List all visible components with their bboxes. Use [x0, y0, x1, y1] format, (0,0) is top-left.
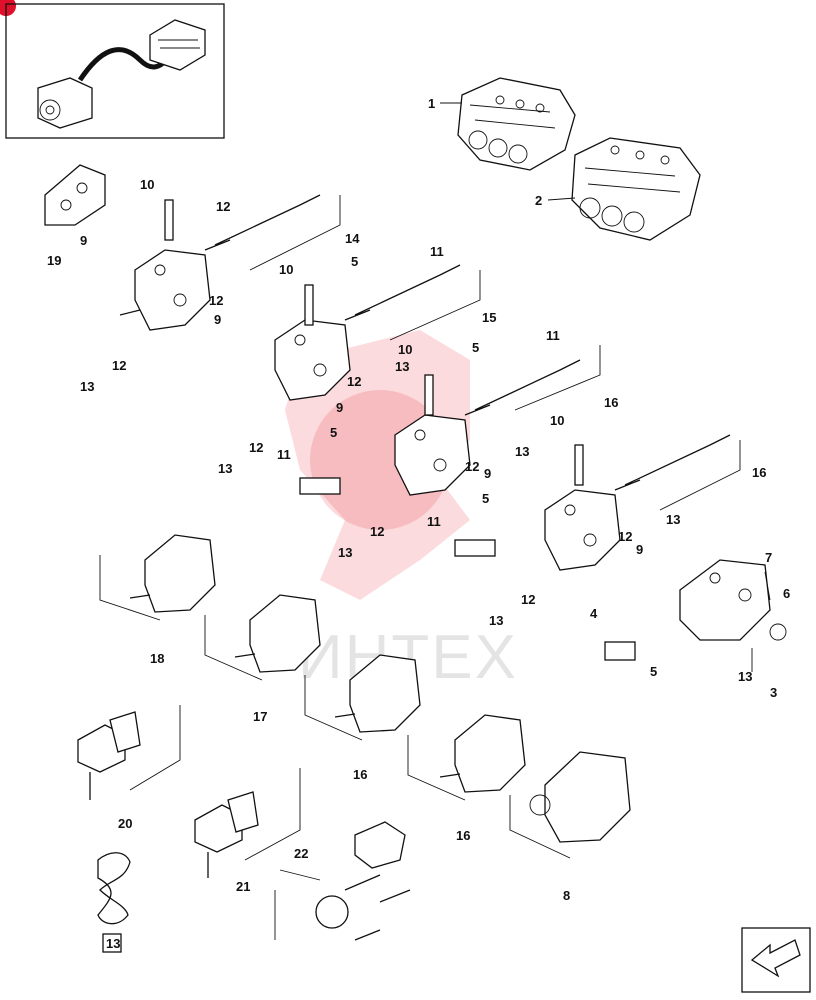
- callout-22: 21: [236, 879, 250, 894]
- callout-19: 17: [253, 709, 267, 724]
- callout-13: 13: [666, 512, 680, 527]
- callout-9: 9: [80, 233, 87, 248]
- valve-assembly-2: [571, 137, 701, 241]
- bracket-22-upper: [77, 711, 141, 800]
- callout-13: 13: [515, 444, 529, 459]
- callout-12: 12: [370, 524, 384, 539]
- hourglass-symbol: [97, 852, 131, 925]
- bracket-22-lower: [194, 791, 259, 878]
- callout-23: 22: [294, 846, 308, 861]
- callout-4: 4: [590, 606, 598, 621]
- callout-9: 9: [214, 312, 221, 327]
- plate-21: [44, 164, 106, 226]
- callout-12: 12: [209, 293, 223, 308]
- callout-15: 13: [106, 936, 120, 951]
- linkage-23: [315, 821, 411, 941]
- inset-overview: [5, 3, 225, 139]
- leader-lines: [99, 102, 771, 940]
- callout-8: 8: [563, 888, 570, 903]
- callout-11: 11: [427, 514, 441, 529]
- callout-12: 12: [521, 592, 535, 607]
- callout-10: 10: [550, 413, 564, 428]
- callout-2: 2: [535, 193, 542, 208]
- callout-13: 13: [218, 461, 232, 476]
- callout-21: 19: [47, 253, 61, 268]
- section-17: [439, 714, 526, 793]
- reference-box: [102, 933, 122, 953]
- callout-1: 1: [428, 96, 435, 111]
- callout-18: 16: [353, 767, 367, 782]
- callout-5: 5: [482, 491, 489, 506]
- callout-7: 7: [765, 550, 772, 565]
- valve-assembly-1: [457, 77, 576, 171]
- callout-17: 16: [456, 828, 470, 843]
- section-20: [129, 534, 216, 613]
- callout-13: 13: [338, 545, 352, 560]
- callout-3: 3: [770, 685, 777, 700]
- callout-9: 9: [636, 542, 643, 557]
- valve-section-row-4: [454, 434, 731, 571]
- callout-12: 12: [618, 529, 632, 544]
- callout-14: 13: [738, 669, 752, 684]
- callout-5: 5: [650, 664, 657, 679]
- callout-10: 10: [140, 177, 154, 192]
- callout-16: 15: [482, 310, 496, 325]
- callout-16: 16: [604, 395, 618, 410]
- valve-section-row-3: [299, 359, 581, 496]
- callout-5: 5: [351, 254, 358, 269]
- callout-13: 13: [489, 613, 503, 628]
- callout-13: 13: [395, 359, 409, 374]
- callout-5: 5: [330, 425, 337, 440]
- callout-12: 12: [112, 358, 126, 373]
- callout-20: 18: [150, 651, 164, 666]
- callout-11: 11: [277, 447, 291, 462]
- section-18: [334, 654, 421, 733]
- valve-section-row-1: [119, 194, 321, 331]
- callout-16: 14: [345, 231, 360, 246]
- callout-10: 10: [398, 342, 412, 357]
- next-page-arrow-icon[interactable]: [741, 927, 811, 993]
- callout-6: 6: [783, 586, 790, 601]
- watermark-logo: [285, 330, 470, 600]
- callout-labels: 1 2 3 4 5 5 5 5 5 6 7 8 9 9 9 9 9 10 10 …: [47, 96, 790, 951]
- callout-13: 13: [80, 379, 94, 394]
- callout-10: 10: [279, 262, 293, 277]
- end-body-7: [604, 559, 787, 661]
- callout-22: 20: [118, 816, 132, 831]
- valve-section-row-2: [274, 264, 461, 401]
- callout-16: 16: [752, 465, 766, 480]
- callout-11: 11: [430, 244, 444, 259]
- callout-12: 12: [249, 440, 263, 455]
- callout-12: 12: [347, 374, 361, 389]
- callout-11: 11: [546, 328, 560, 343]
- callout-5: 5: [472, 340, 479, 355]
- callout-13: 12: [216, 199, 230, 214]
- section-8: [529, 751, 631, 843]
- callout-12: 12: [465, 459, 479, 474]
- corner-badge: [0, 0, 16, 16]
- callout-9: 9: [484, 466, 491, 481]
- callout-9: 9: [336, 400, 343, 415]
- section-19: [234, 594, 321, 673]
